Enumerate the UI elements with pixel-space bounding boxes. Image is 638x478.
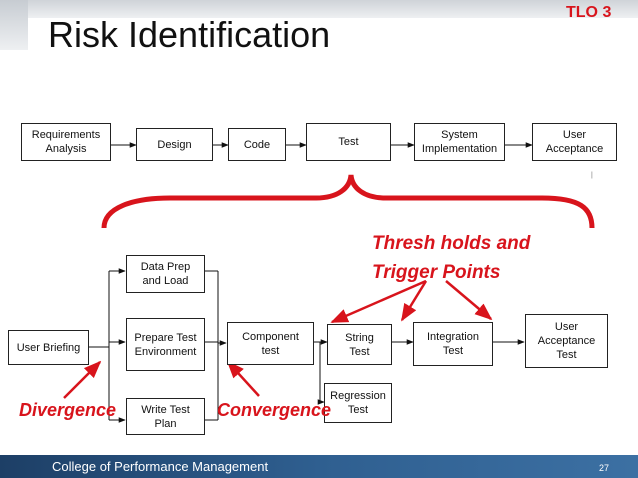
test-box: Test	[306, 123, 391, 161]
red-arrows	[63, 279, 493, 399]
footer-college-name: College of Performance Management	[52, 459, 269, 474]
code-box: Code	[228, 128, 286, 161]
data-prep-box: Data Prep and Load	[126, 255, 205, 293]
write-test-plan-box: Write Test Plan	[126, 398, 205, 435]
divergence-label: Divergence	[19, 400, 117, 420]
integration-test-box: Integration Test	[413, 322, 493, 366]
divergence-bracket	[89, 268, 126, 423]
prepare-environment-box: Prepare Test Environment	[126, 318, 205, 371]
design-box: Design	[136, 128, 213, 161]
thresholds-label: Thresh holds and	[372, 233, 531, 254]
user-acceptance-box: User Acceptance	[532, 123, 617, 161]
user-briefing-box: User Briefing	[8, 330, 89, 365]
system-implementation-box: System Implementation	[414, 123, 505, 161]
page-number: 27	[599, 463, 610, 473]
component-test-box: Component test	[227, 322, 314, 365]
regression-test-box: Regression Test	[324, 383, 392, 423]
tlo-badge: TLO 3	[566, 4, 612, 21]
requirements-analysis-box: Requirements Analysis	[21, 123, 111, 161]
string-test-box: String Test	[327, 324, 392, 365]
header-accent	[0, 0, 28, 50]
footer-bar	[0, 455, 638, 478]
brace	[101, 174, 595, 229]
tick-mark: |	[591, 172, 593, 179]
user-acceptance-test-box: User Acceptance Test	[525, 314, 608, 368]
slide-title: Risk Identification	[48, 14, 331, 55]
trigger-points-label: Trigger Points	[372, 262, 501, 283]
test-flow-arrows	[314, 339, 525, 405]
convergence-label: Convergence	[217, 400, 332, 420]
convergence-bracket	[205, 270, 227, 421]
header-bar	[0, 0, 638, 18]
